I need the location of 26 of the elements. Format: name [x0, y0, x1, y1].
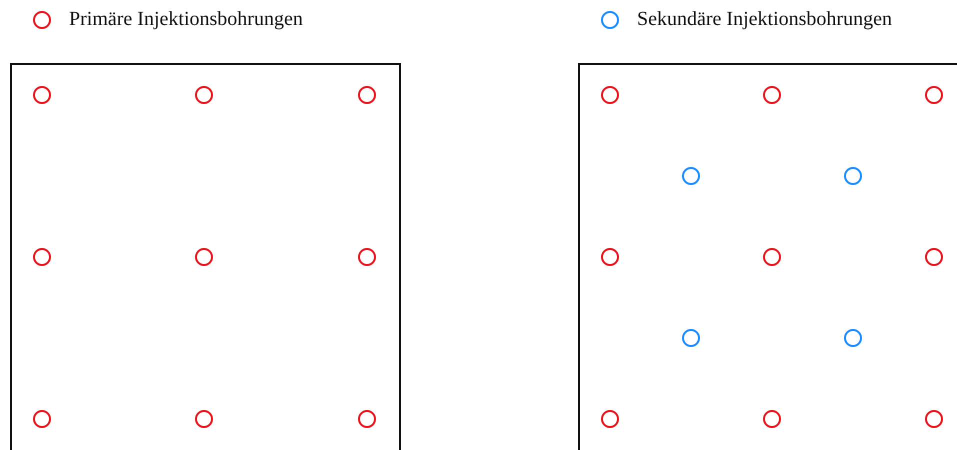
borehole-circle [33, 410, 51, 428]
borehole-circle [195, 86, 213, 104]
legend-text: Primäre Injektionsbohrungen [69, 8, 303, 31]
borehole-circle [844, 329, 862, 347]
field-panel [10, 63, 401, 450]
borehole-circle [682, 167, 700, 185]
borehole-circle [682, 329, 700, 347]
borehole-circle [195, 410, 213, 428]
borehole-circle [601, 248, 619, 266]
borehole-circle [844, 167, 862, 185]
borehole-circle [195, 248, 213, 266]
borehole-circle [763, 410, 781, 428]
borehole-circle [925, 410, 943, 428]
borehole-circle [763, 248, 781, 266]
borehole-circle [358, 86, 376, 104]
borehole-circle [601, 410, 619, 428]
borehole-circle [358, 410, 376, 428]
borehole-circle [925, 248, 943, 266]
borehole-circle [601, 86, 619, 104]
borehole-circle [925, 86, 943, 104]
borehole-circle [33, 86, 51, 104]
borehole-circle [33, 248, 51, 266]
borehole-circle [763, 86, 781, 104]
borehole-circle [358, 248, 376, 266]
legend-text: Sekundäre Injektionsbohrungen [637, 8, 892, 31]
field-panel [578, 63, 957, 450]
